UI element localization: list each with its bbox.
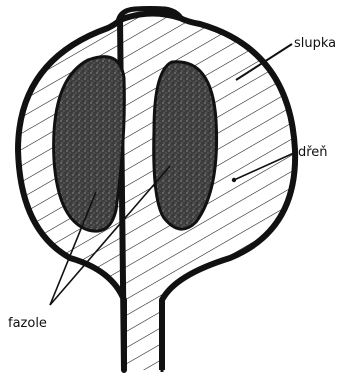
bean-left — [54, 57, 125, 232]
leader-dren-dot — [232, 178, 236, 182]
label-slupka: slupka — [294, 36, 336, 51]
label-fazole: fazole — [8, 316, 47, 331]
label-dren: dřeň — [298, 145, 328, 160]
bean-right — [154, 62, 217, 229]
